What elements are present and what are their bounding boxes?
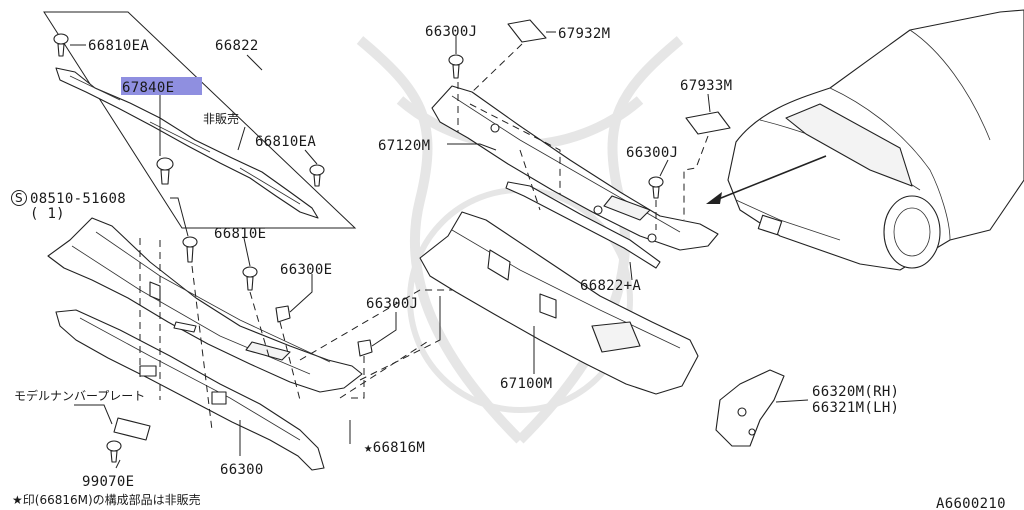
clip-66300j-right [648,176,664,199]
label-66822a: 66822+A [580,278,641,294]
label-66822: 66822 [215,38,259,54]
model-number-plate [113,417,151,441]
label-67840e: 67840E [122,80,174,96]
label-66320m-rh: 66320M(RH) [812,384,899,400]
label-circle-s: S [15,191,23,205]
label-66321m-lh: 66321M(LH) [812,400,899,416]
label-66810e: 66810E [214,226,266,242]
clip-67840e [156,157,174,185]
label-66300j-right: 66300J [626,145,678,161]
screw-99070e [106,440,122,463]
nut-66300e [275,305,291,323]
cowl-lower-67100m [419,211,699,395]
label-66300j-mid: 66300J [366,296,418,312]
seal-67933m [685,111,731,135]
label-66300j-top: 66300J [425,24,477,40]
highlight-67840e [121,77,202,95]
seal-strip-66822a [505,181,661,269]
clip-66810ea-right [309,164,325,187]
label-08510-51608: 08510-51608 [30,191,126,207]
label-67120m: 67120M [378,138,430,154]
label-66816m: ★66816M [364,440,425,456]
label-08510-qty: ( 1) [30,206,65,222]
label-66810ea-top: 66810EA [88,38,149,54]
clip-66300j-top [448,54,464,79]
label-66810ea-right: 66810EA [255,134,316,150]
label-not-sold: 非販売 [203,111,239,126]
car-illustration [727,9,1024,271]
label-66300e: 66300E [280,262,332,278]
label-99070e: 99070E [82,474,134,490]
nut-66300j-mid [357,339,373,357]
diagram-id: A6600210 [936,496,1006,510]
label-67933m: 67933M [680,78,732,94]
clip-66810e [242,266,258,291]
circle-s-marker [11,190,27,206]
direction-arrow [706,155,827,204]
cowl-top-grille [47,217,363,393]
bracket-66320m [715,369,785,447]
inset-box [43,11,357,229]
bolt-08510-51608 [182,236,198,263]
clip-66810ea-top [53,33,69,57]
seal-strip-66822 [55,67,319,219]
label-66300: 66300 [220,462,264,478]
cowl-top-66300 [55,309,325,471]
seal-67932m [507,19,547,43]
footnote: ★印(66816M)の構成部品は非販売 [12,492,201,507]
label-67100m: 67100M [500,376,552,392]
label-model-plate: モデルナンバープレート [14,388,145,403]
label-67932m: 67932M [558,26,610,42]
